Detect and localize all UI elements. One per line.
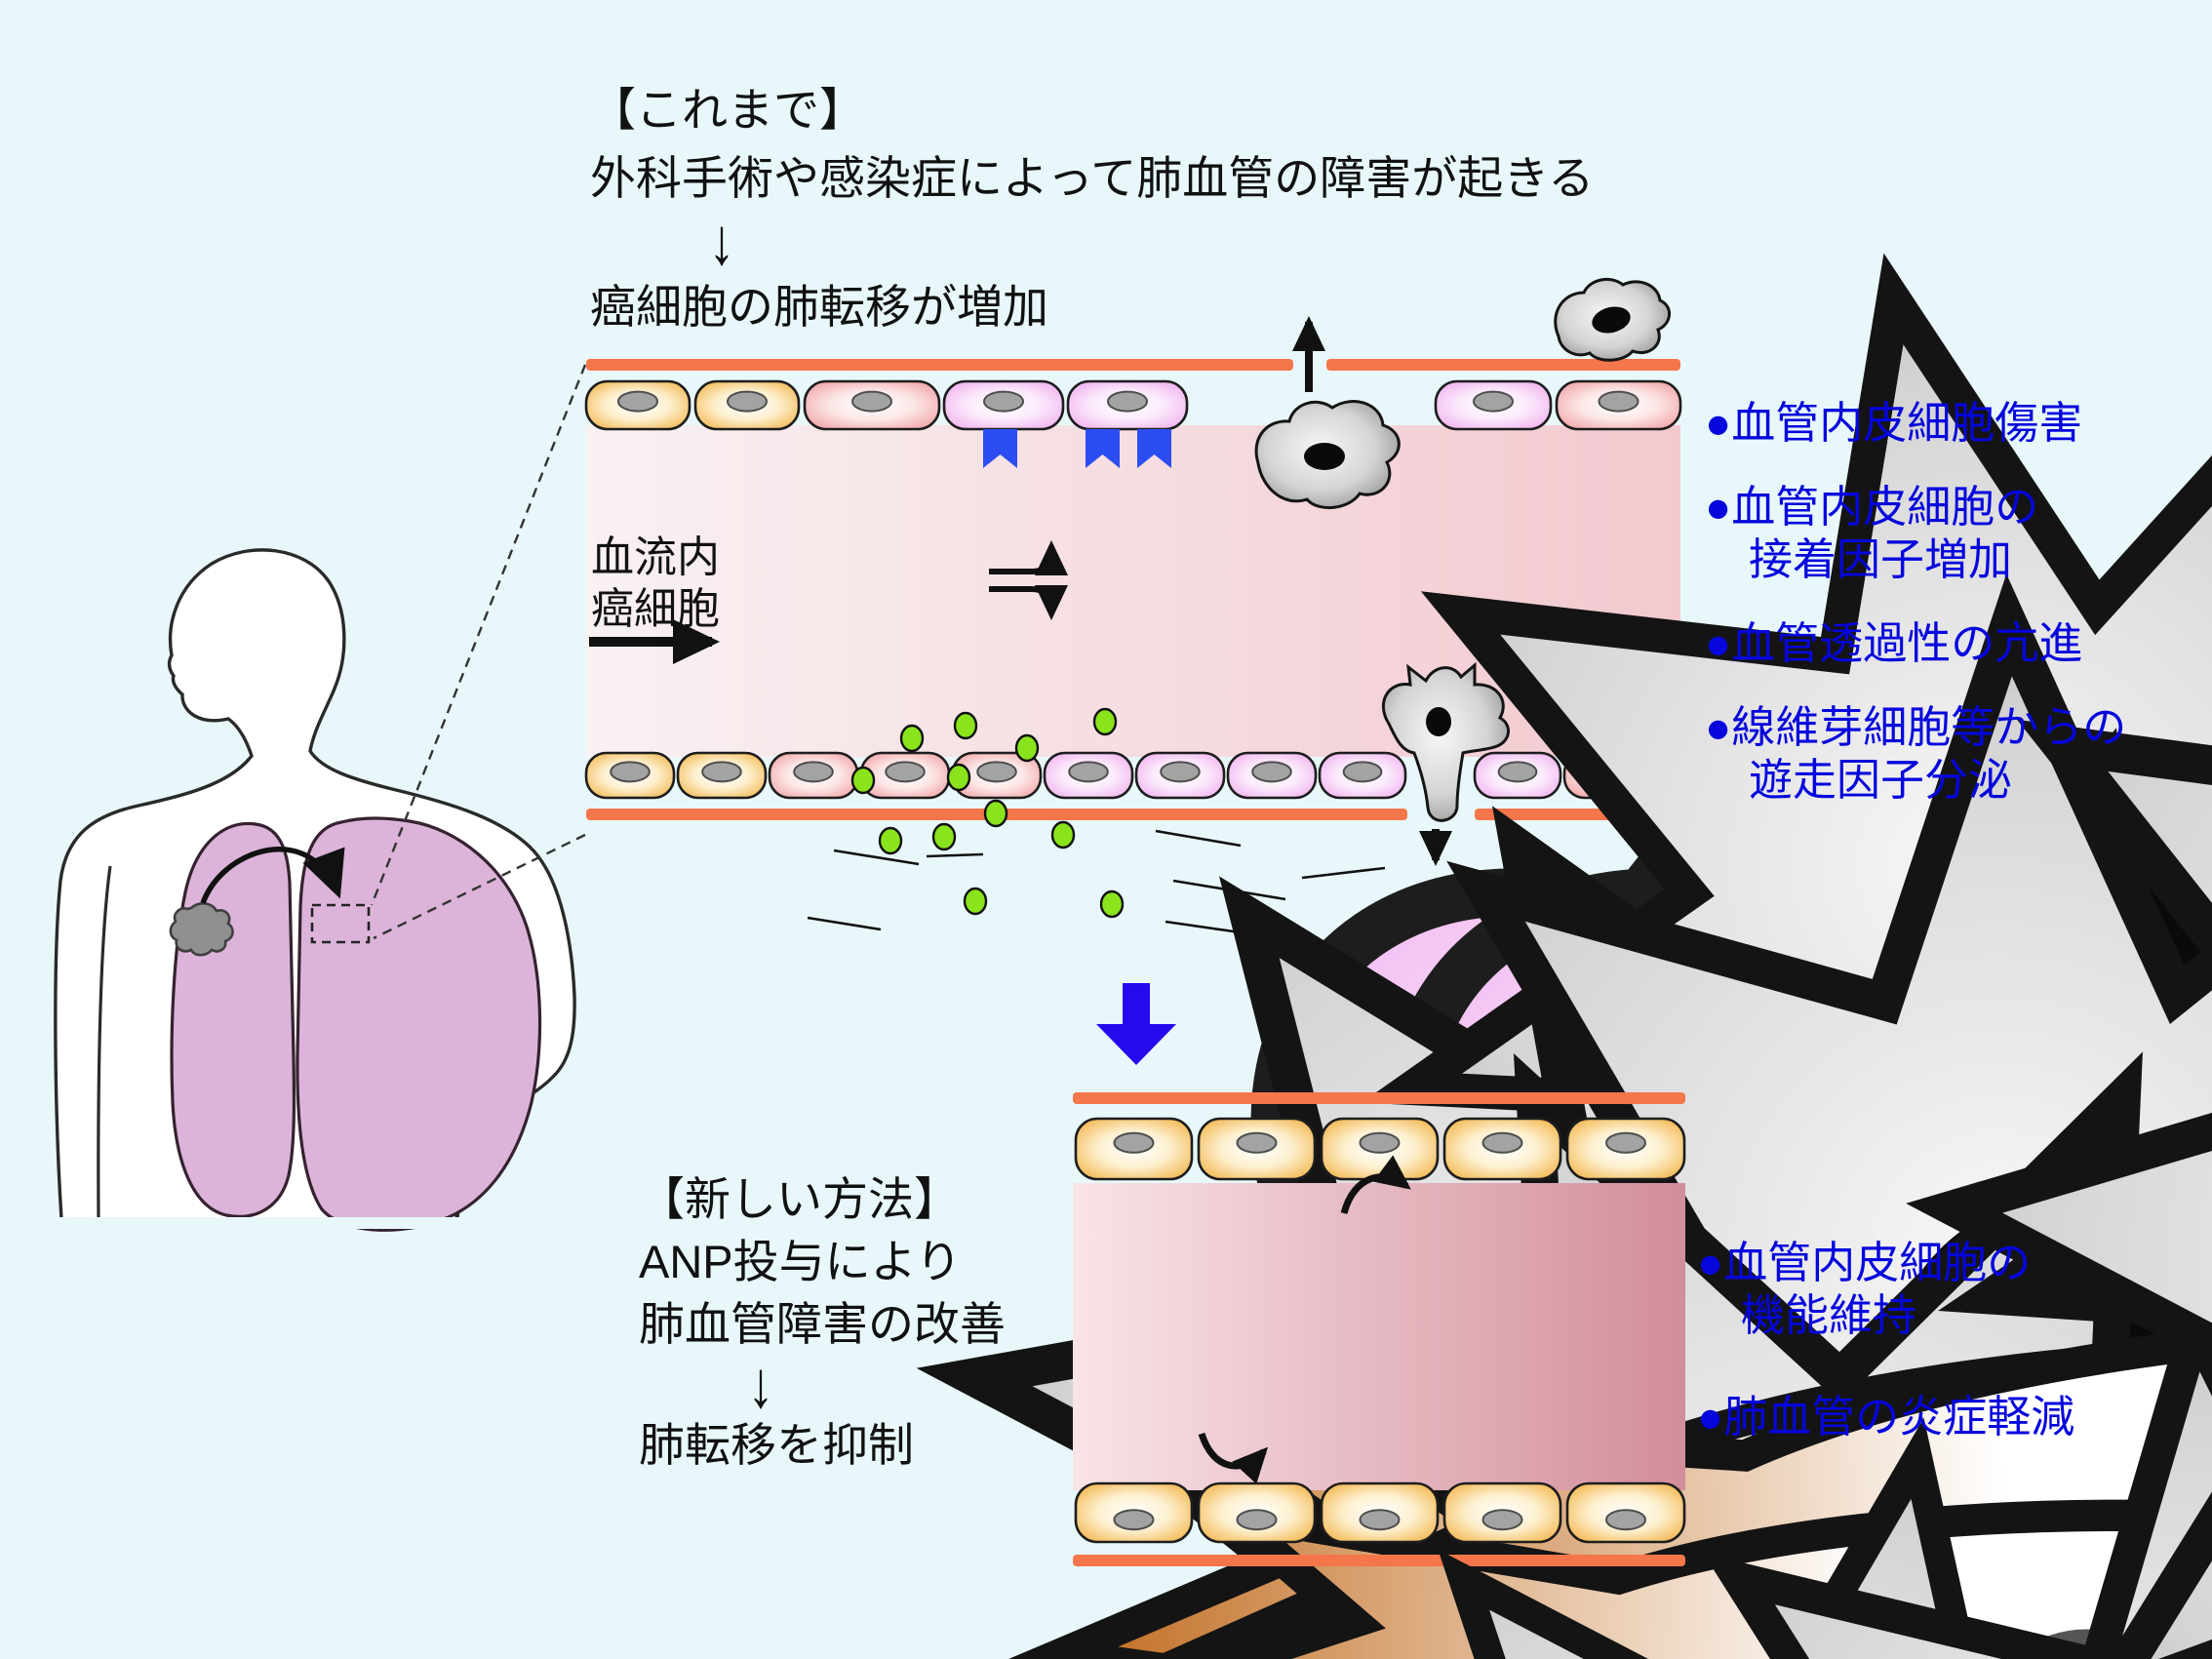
effects-after-list: ●血管内皮細胞の 機能維持 ●肺血管の炎症軽減 [1697, 1237, 2074, 1492]
endothelium-row-bottom [1074, 1481, 1686, 1544]
cell-nucleus [1598, 390, 1639, 413]
down-arrow-icon: ↓ [747, 1348, 774, 1422]
cell-nucleus [1342, 761, 1383, 783]
patient-figure [54, 364, 587, 1232]
migration-factor-dot [1099, 889, 1125, 919]
bloodstream-label-line1: 血流内 [591, 533, 720, 581]
cell-passing-arrow [1340, 1155, 1411, 1214]
list-item: ●肺血管の炎症軽減 [1697, 1392, 2075, 1442]
cell-nucleus [1605, 1131, 1646, 1154]
legacy-result: 癌細胞の肺転移が増加 [590, 281, 1048, 333]
metastasis-region-box [310, 903, 371, 944]
right-lung [296, 816, 542, 1232]
list-item: ●線維芽細胞等からの 遊走因子分泌 [1705, 702, 2127, 805]
vessel-after-wall-bottom [1073, 1555, 1685, 1566]
adhesion-molecule-icon [983, 429, 1017, 468]
migration-factor-dot [963, 887, 988, 916]
cell-nucleus [1497, 761, 1538, 783]
cell-nucleus [701, 761, 742, 783]
adhesion-molecule-icon [1086, 429, 1120, 468]
bullet-icon: ● [1705, 482, 1732, 532]
new-method-line2: 肺血管障害の改善 [639, 1298, 1006, 1350]
new-method-line1: ANP投与により [639, 1236, 962, 1287]
cell-nucleus [617, 390, 658, 413]
migration-factor-dot [850, 766, 876, 795]
vessel-before [584, 127, 2212, 1659]
vessel-wall-top-right [1326, 359, 1680, 371]
transition-arrow [1096, 983, 1176, 1065]
bullet-icon: ● [1705, 702, 1732, 752]
callout-dash-top [370, 364, 587, 906]
cell-nucleus [1236, 1131, 1278, 1154]
migration-factor-dot [1092, 707, 1118, 736]
cell-nucleus [1160, 761, 1201, 783]
cell-nucleus [1605, 1509, 1646, 1531]
legacy-cause: 外科手術や感染症によって肺血管の障害が起きる [590, 152, 1595, 204]
cancer-cell-transmigrating-down [1382, 661, 1510, 822]
vessel-after-wall-top [1073, 1092, 1685, 1104]
left-arm-line [97, 865, 112, 1220]
effects-before-list: ●血管内皮細胞傷害 ●血管内皮細胞の 接着因子増加 ●血管透過性の亢進 ●線維芽… [1705, 397, 2126, 838]
cell-nucleus [885, 761, 926, 783]
bullet-icon: ● [1705, 618, 1732, 668]
down-arrow-icon: ↓ [708, 205, 735, 279]
cell-nucleus [851, 390, 892, 413]
migration-factor-dot [1050, 820, 1076, 849]
migration-factor-dot [931, 822, 957, 851]
legacy-heading: 【これまで】 [590, 84, 865, 136]
cell-nucleus [1481, 1131, 1523, 1154]
vessel-after-lumen [1073, 1183, 1685, 1490]
list-item: ●血管内皮細胞の 機能維持 [1697, 1238, 2032, 1340]
perivascular-tissue [807, 829, 2212, 1659]
bloodstream-label: 血流内 癌細胞 [591, 532, 720, 635]
cell-nucleus [1113, 1509, 1155, 1531]
migration-factor-dot [983, 799, 1008, 828]
new-method-result: 肺転移を抑制 [639, 1419, 914, 1471]
exchange-arrows [989, 540, 1068, 620]
primary-tumor [169, 902, 234, 957]
cell-nucleus [727, 390, 768, 413]
new-method-heading: 【新しい方法】 [639, 1173, 960, 1225]
cell-nucleus [1113, 1131, 1155, 1154]
cell-nucleus [1473, 390, 1514, 413]
bloodstream-label-line2: 癌細胞 [591, 585, 720, 633]
list-item: ●血管透過性の亢進 [1705, 618, 2083, 668]
cell-nucleus [1107, 390, 1148, 413]
endothelium-row-bottom [584, 751, 1682, 800]
endothelium-row-top [584, 379, 2212, 1589]
bullet-icon: ● [1697, 1392, 1724, 1442]
bullet-icon: ● [1705, 398, 1732, 448]
left-lung [170, 821, 296, 1218]
cell-nucleus [1068, 761, 1109, 783]
migration-factor-dot [953, 711, 978, 740]
bullet-icon: ● [1697, 1238, 1724, 1287]
migration-factor-dots [850, 707, 1125, 919]
list-item: ●血管内皮細胞傷害 [1705, 398, 2083, 448]
metastasis-arrow [200, 847, 345, 904]
new-method-flow-block: 【新しい方法】 ANP投与により 肺血管障害の改善 ↓ 肺転移を抑制 [639, 1168, 1006, 1477]
cell-nucleus [1481, 1509, 1523, 1531]
legacy-flow-block: 【これまで】 外科手術や感染症によって肺血管の障害が起きる ↓ 癌細胞の肺転移が… [590, 76, 1594, 341]
list-item: ●血管内皮細胞の 接着因子増加 [1705, 482, 2039, 584]
cell-nucleus [1359, 1509, 1401, 1531]
cell-nucleus [1359, 1131, 1401, 1154]
cell-nucleus [1251, 761, 1292, 783]
cell-nucleus [610, 761, 651, 783]
callout-dash-bottom [373, 833, 586, 940]
migration-factor-dot [946, 763, 971, 792]
adhesion-molecule-icon [1137, 429, 1171, 468]
cell-nucleus [1236, 1509, 1278, 1531]
cell-nucleus [793, 761, 834, 783]
vessel-wall-top-left [586, 359, 1293, 371]
endothelium-row-top [1074, 1117, 1686, 1181]
cell-nucleus [983, 390, 1024, 413]
cell-passing-arrow [1198, 1432, 1269, 1484]
migration-factor-dot [1014, 733, 1040, 763]
migration-factor-dot [878, 826, 903, 855]
vessel-after [1073, 279, 2212, 1659]
migration-factor-dot [899, 724, 925, 753]
cell-nucleus [976, 761, 1017, 783]
adhesion-molecule-icons [983, 429, 1171, 468]
